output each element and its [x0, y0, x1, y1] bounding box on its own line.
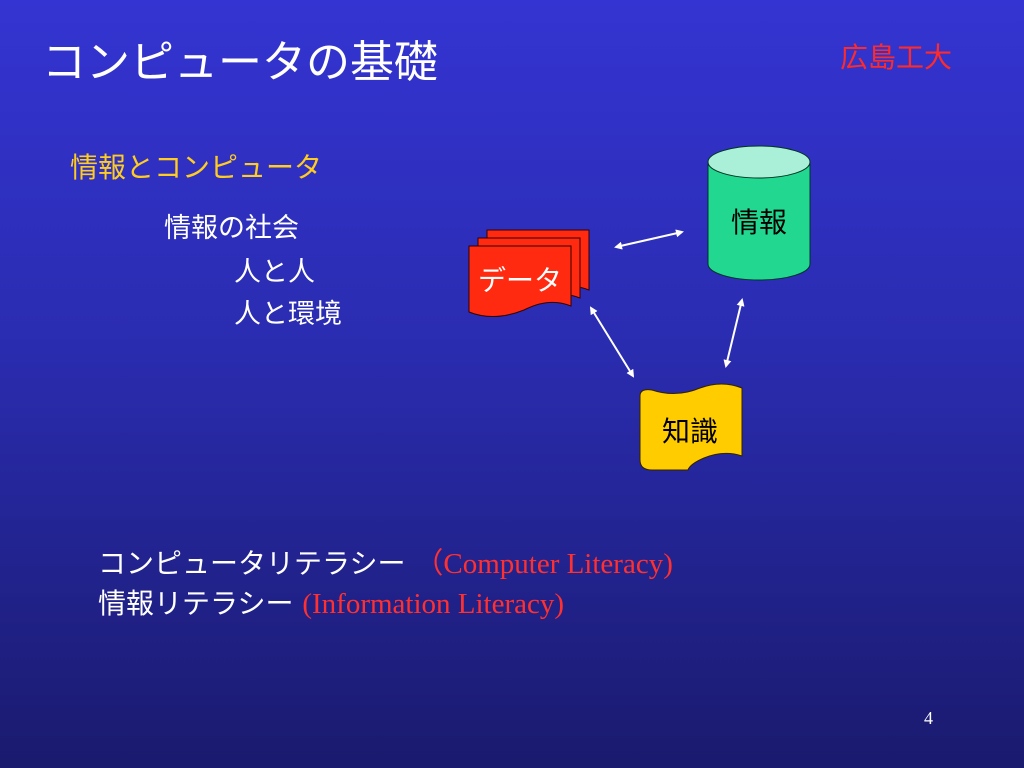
affiliation-label: 広島工大	[840, 41, 953, 74]
bullet-line: 人と人	[234, 257, 315, 288]
info-knowledge-arrow	[723, 298, 745, 368]
data-documents-shape: データ	[468, 229, 590, 317]
knowledge-scroll-shape: 知識	[639, 383, 743, 471]
computer-literacy-line: コンピュータリテラシー （Computer Literacy)	[98, 540, 673, 582]
info-label: 情報	[731, 206, 787, 239]
slide-title: コンピュータの基礎	[42, 37, 438, 88]
computer-literacy-en: （Computer Literacy)	[414, 548, 673, 580]
knowledge-label: 知識	[662, 415, 718, 448]
information-literacy-ja: 情報リテラシー	[98, 587, 294, 620]
data-label: データ	[478, 264, 562, 297]
section-heading: 情報とコンピュータ	[70, 151, 323, 184]
bullet-line: 人と環境	[234, 299, 342, 330]
bullet-line: 情報の社会	[164, 213, 299, 244]
data-info-arrow	[614, 229, 684, 250]
computer-literacy-ja: コンピュータリテラシー	[98, 547, 406, 580]
info-database-shape: 情報	[707, 145, 811, 281]
data-knowledge-arrow	[589, 306, 635, 378]
information-literacy-line: 情報リテラシー (Information Literacy)	[98, 582, 564, 622]
information-literacy-en: (Information Literacy)	[302, 588, 565, 620]
page-number: 4	[924, 708, 933, 728]
